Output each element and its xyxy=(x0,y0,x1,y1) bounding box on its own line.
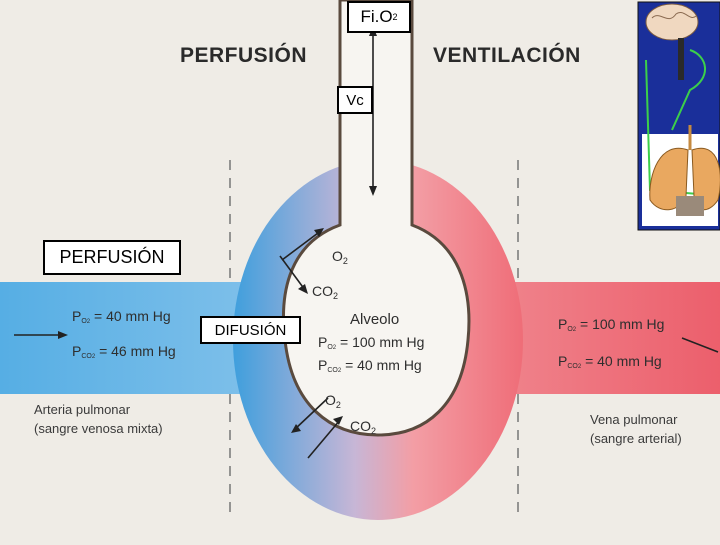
brain-lungs-illustration xyxy=(637,1,720,231)
co2-label-upper: CO2 xyxy=(312,283,339,301)
co2-arrow-upper xyxy=(279,255,306,291)
header-ventilation: VENTILACIÓN xyxy=(433,44,581,67)
perfusion-box: PERFUSIÓN xyxy=(43,240,181,275)
vein-desc: (sangre arterial) xyxy=(590,431,682,446)
vein-po2: PO2 = 100 mm Hg xyxy=(558,316,665,333)
alveolo-po2: PO2 = 100 mm Hg xyxy=(318,334,425,351)
vc-box: Vc xyxy=(337,86,373,114)
artery-po2: PO2 = 40 mm Hg xyxy=(72,308,171,325)
artery-name: Arteria pulmonar xyxy=(34,402,131,417)
lungs-icon xyxy=(649,125,720,216)
o2-label-upper: O2 xyxy=(332,248,348,266)
fio2-label: Fi.O xyxy=(360,7,393,26)
o2-arrow-upper xyxy=(281,229,323,261)
o2-label-lower: O2 xyxy=(325,392,341,410)
alveolus xyxy=(282,0,471,437)
alveolo-title: Alveolo xyxy=(350,311,400,328)
vein-pco2: PCO2 = 40 mm Hg xyxy=(558,353,662,370)
artery-pco2: PCO2 = 46 mm Hg xyxy=(72,343,176,360)
o2-arrow-lower xyxy=(293,397,329,431)
co2-label-lower: CO2 xyxy=(350,418,377,436)
brain-icon xyxy=(645,3,699,80)
fio2-subscript: 2 xyxy=(392,12,398,22)
difusion-box: DIFUSIÓN xyxy=(200,316,301,344)
alveolo-pco2: PCO2 = 40 mm Hg xyxy=(318,357,422,374)
co2-arrow-lower xyxy=(307,419,341,459)
header-perfusion: PERFUSIÓN xyxy=(180,44,308,67)
vein-name: Vena pulmonar xyxy=(590,412,678,427)
flow-arrow-out xyxy=(681,337,719,353)
artery-desc: (sangre venosa mixta) xyxy=(34,421,163,436)
